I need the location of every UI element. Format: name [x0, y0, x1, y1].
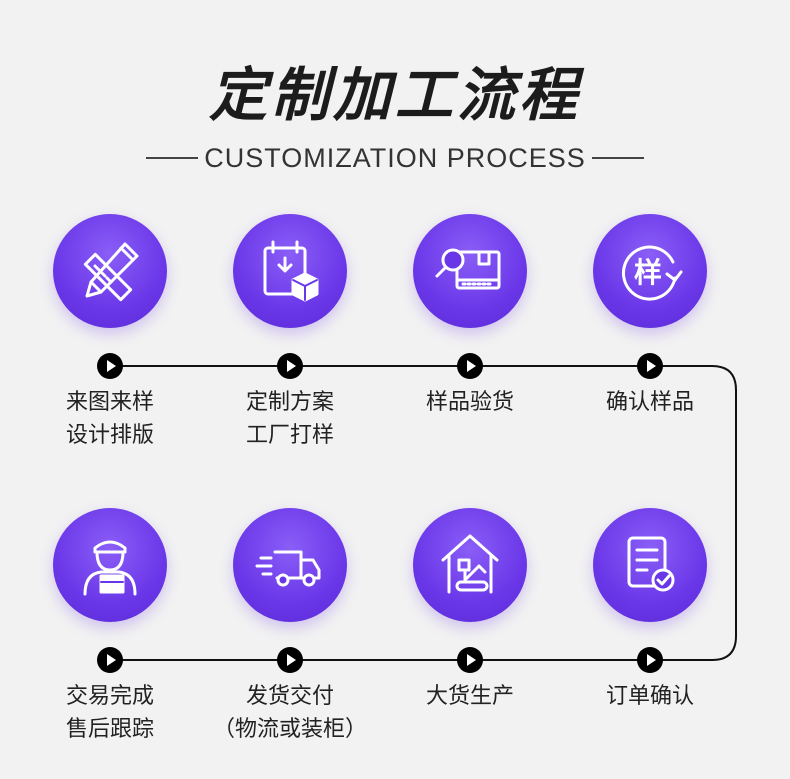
delivery-truck-icon [255, 550, 321, 587]
step-2-label: 定制方案工厂打样 [245, 390, 334, 448]
step-1-label: 来图来样设计排版 [65, 390, 154, 448]
svg-text:样: 样 [634, 256, 662, 289]
step-7-marker [277, 647, 303, 673]
sample-refresh-icon: 样 [621, 245, 683, 301]
pencil-ruler-icon [83, 242, 139, 302]
calendar-box-icon [263, 240, 319, 302]
step-4-label: 确认样品 [605, 390, 694, 415]
subtitle-divider-left [146, 157, 198, 159]
step-8-label: 交易完成售后跟踪 [65, 684, 154, 742]
step-8-marker [97, 647, 123, 673]
step-7-label: 发货交付（物流或装柜） [212, 684, 367, 742]
courier-package-icon [83, 540, 137, 596]
factory-production-icon [441, 534, 499, 594]
step-4-circle: 样 [593, 214, 707, 328]
order-confirm-icon [627, 536, 675, 592]
step-1-circle [53, 214, 167, 328]
step-6-circle [413, 508, 527, 622]
step-7-circle [233, 508, 347, 622]
step-1-marker [97, 353, 123, 379]
subtitle-row: CUSTOMIZATION PROCESS [0, 140, 790, 176]
step-3-circle [413, 214, 527, 328]
subtitle-divider-right [592, 157, 644, 159]
page-title: 定制加工流程 [208, 61, 581, 129]
step-2-circle [233, 214, 347, 328]
step-3-label: 样品验货 [425, 390, 514, 415]
step-5-marker [637, 647, 663, 673]
step-5-circle [593, 508, 707, 622]
step-5-label: 订单确认 [605, 684, 694, 709]
step-2-marker [277, 353, 303, 379]
step-6-marker [457, 647, 483, 673]
step-8-circle [53, 508, 167, 622]
step-6-label: 大货生产 [425, 684, 514, 709]
magnifier-inspect-icon [435, 248, 501, 290]
subtitle: CUSTOMIZATION PROCESS [204, 143, 586, 173]
step-4-marker [637, 353, 663, 379]
step-3-marker [457, 353, 483, 379]
